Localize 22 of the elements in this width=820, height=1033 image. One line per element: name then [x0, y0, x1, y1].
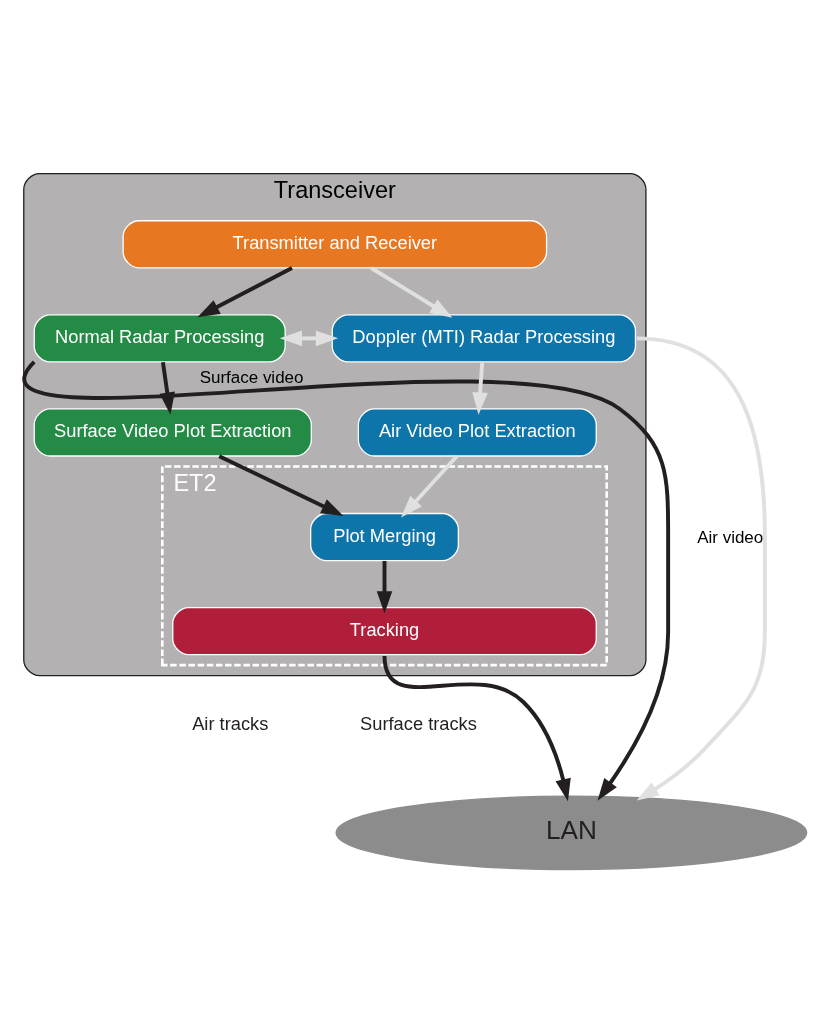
arrow: [279, 330, 339, 347]
node-ellipse: LAN: [335, 795, 808, 871]
node-box: Tracking: [172, 606, 597, 656]
arrow: [376, 560, 393, 614]
label: Surface tracks: [360, 713, 477, 735]
node-box: Surface Video Plot Extraction: [33, 408, 312, 457]
node-box: Normal Radar Processing: [33, 314, 286, 363]
edge-label: Surface video: [199, 367, 304, 387]
node-box: Air Video Plot Extraction: [357, 408, 597, 457]
arrow: [636, 336, 767, 801]
arrow: [22, 361, 671, 801]
arrow: [370, 266, 453, 318]
node-box: Doppler (MTI) Radar Processing: [331, 314, 637, 363]
node-box: Transmitter and Receiver: [122, 220, 548, 269]
arrow: [401, 455, 459, 518]
arrow: [382, 655, 571, 802]
arrow: [197, 266, 293, 318]
label: Air tracks: [192, 713, 269, 735]
edge-label: Air video: [697, 528, 764, 548]
node-box: Plot Merging: [310, 512, 459, 562]
arrow: [472, 362, 488, 415]
arrow: [218, 454, 344, 516]
